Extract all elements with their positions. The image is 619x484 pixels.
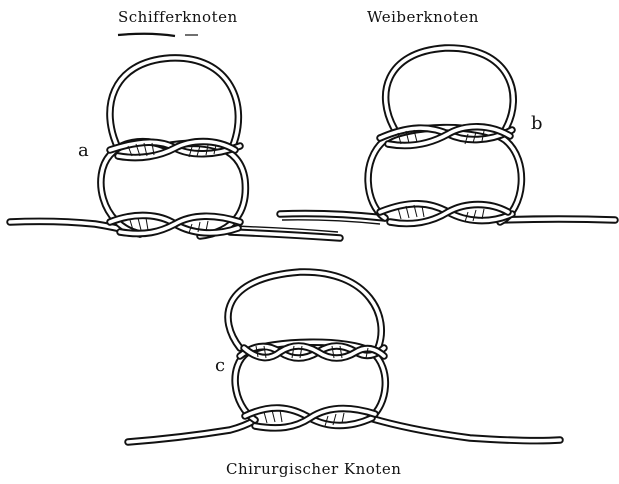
sailor-top-crossing	[110, 142, 240, 158]
surgical-upper-loop	[228, 272, 381, 348]
sailor-knot-drawing	[10, 34, 340, 238]
surgical-knot-drawing	[128, 272, 560, 442]
surgical-left-rope	[128, 420, 255, 442]
granny-right-rope	[500, 219, 615, 220]
granny-upper-loop	[386, 48, 514, 130]
granny-bottom-crossing	[380, 204, 512, 224]
surgical-top-crossing	[240, 346, 384, 358]
sailor-right-rope	[230, 226, 340, 238]
sailor-bottom-crossing	[110, 215, 240, 233]
surgical-bottom-crossing	[245, 408, 375, 428]
granny-left-rope	[280, 214, 385, 225]
marker-b: b	[531, 113, 543, 134]
marker-a: a	[78, 140, 89, 161]
sailor-upper-loop	[110, 58, 238, 148]
granny-knot-title: Weiberknoten	[367, 8, 479, 26]
sailor-knot-title: Schifferknoten	[118, 8, 238, 26]
surgical-right-rope	[370, 418, 560, 441]
surgical-knot-title: Chirurgischer Knoten	[226, 460, 401, 478]
marker-c: c	[215, 355, 225, 376]
granny-knot-drawing	[280, 48, 615, 224]
